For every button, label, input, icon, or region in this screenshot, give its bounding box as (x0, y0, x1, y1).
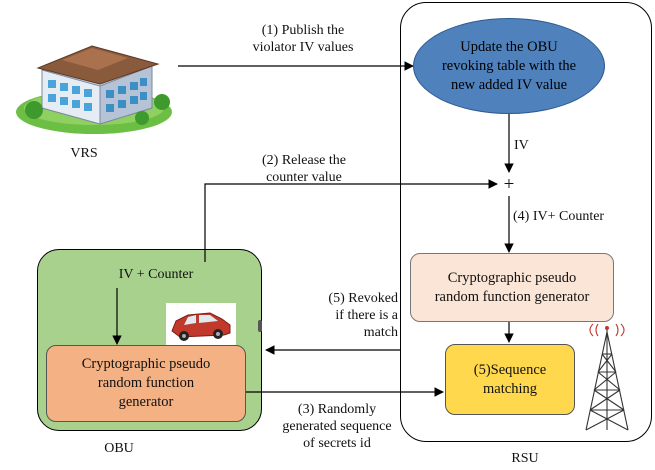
junction-plus: + (503, 174, 515, 195)
iv-label: IV (514, 138, 529, 153)
rsu-container (400, 2, 652, 442)
obu-input-label: IV + Counter (118, 267, 194, 282)
release-label: (2) Release the counter value (262, 153, 346, 185)
building-icon (16, 45, 172, 134)
rsu-label: RSU (511, 451, 539, 466)
rsu-generator-node: Cryptographic pseudo random function gen… (410, 253, 614, 322)
obu-label: OBU (104, 441, 134, 456)
update-revoking-table-node: Update the OBU revoking table with the n… (413, 18, 605, 114)
iv-counter-label: (4) IV+ Counter (513, 209, 605, 224)
random-seq-label: (3) Randomly generated sequence of secre… (282, 402, 392, 451)
radio-tower-icon (585, 323, 629, 431)
publish-label: (1) Publish the violator IV values (252, 23, 354, 55)
car-shadow-mark (258, 320, 262, 332)
sequence-matching-node: (5)Sequence matching (445, 344, 575, 415)
revoked-label: (5) Revoked if there is a match (328, 291, 398, 340)
car-icon (166, 303, 236, 345)
vrs-label: VRS (70, 146, 98, 161)
release-arrow (204, 179, 498, 262)
obu-generator-node: Cryptographic pseudo random function gen… (46, 345, 246, 422)
